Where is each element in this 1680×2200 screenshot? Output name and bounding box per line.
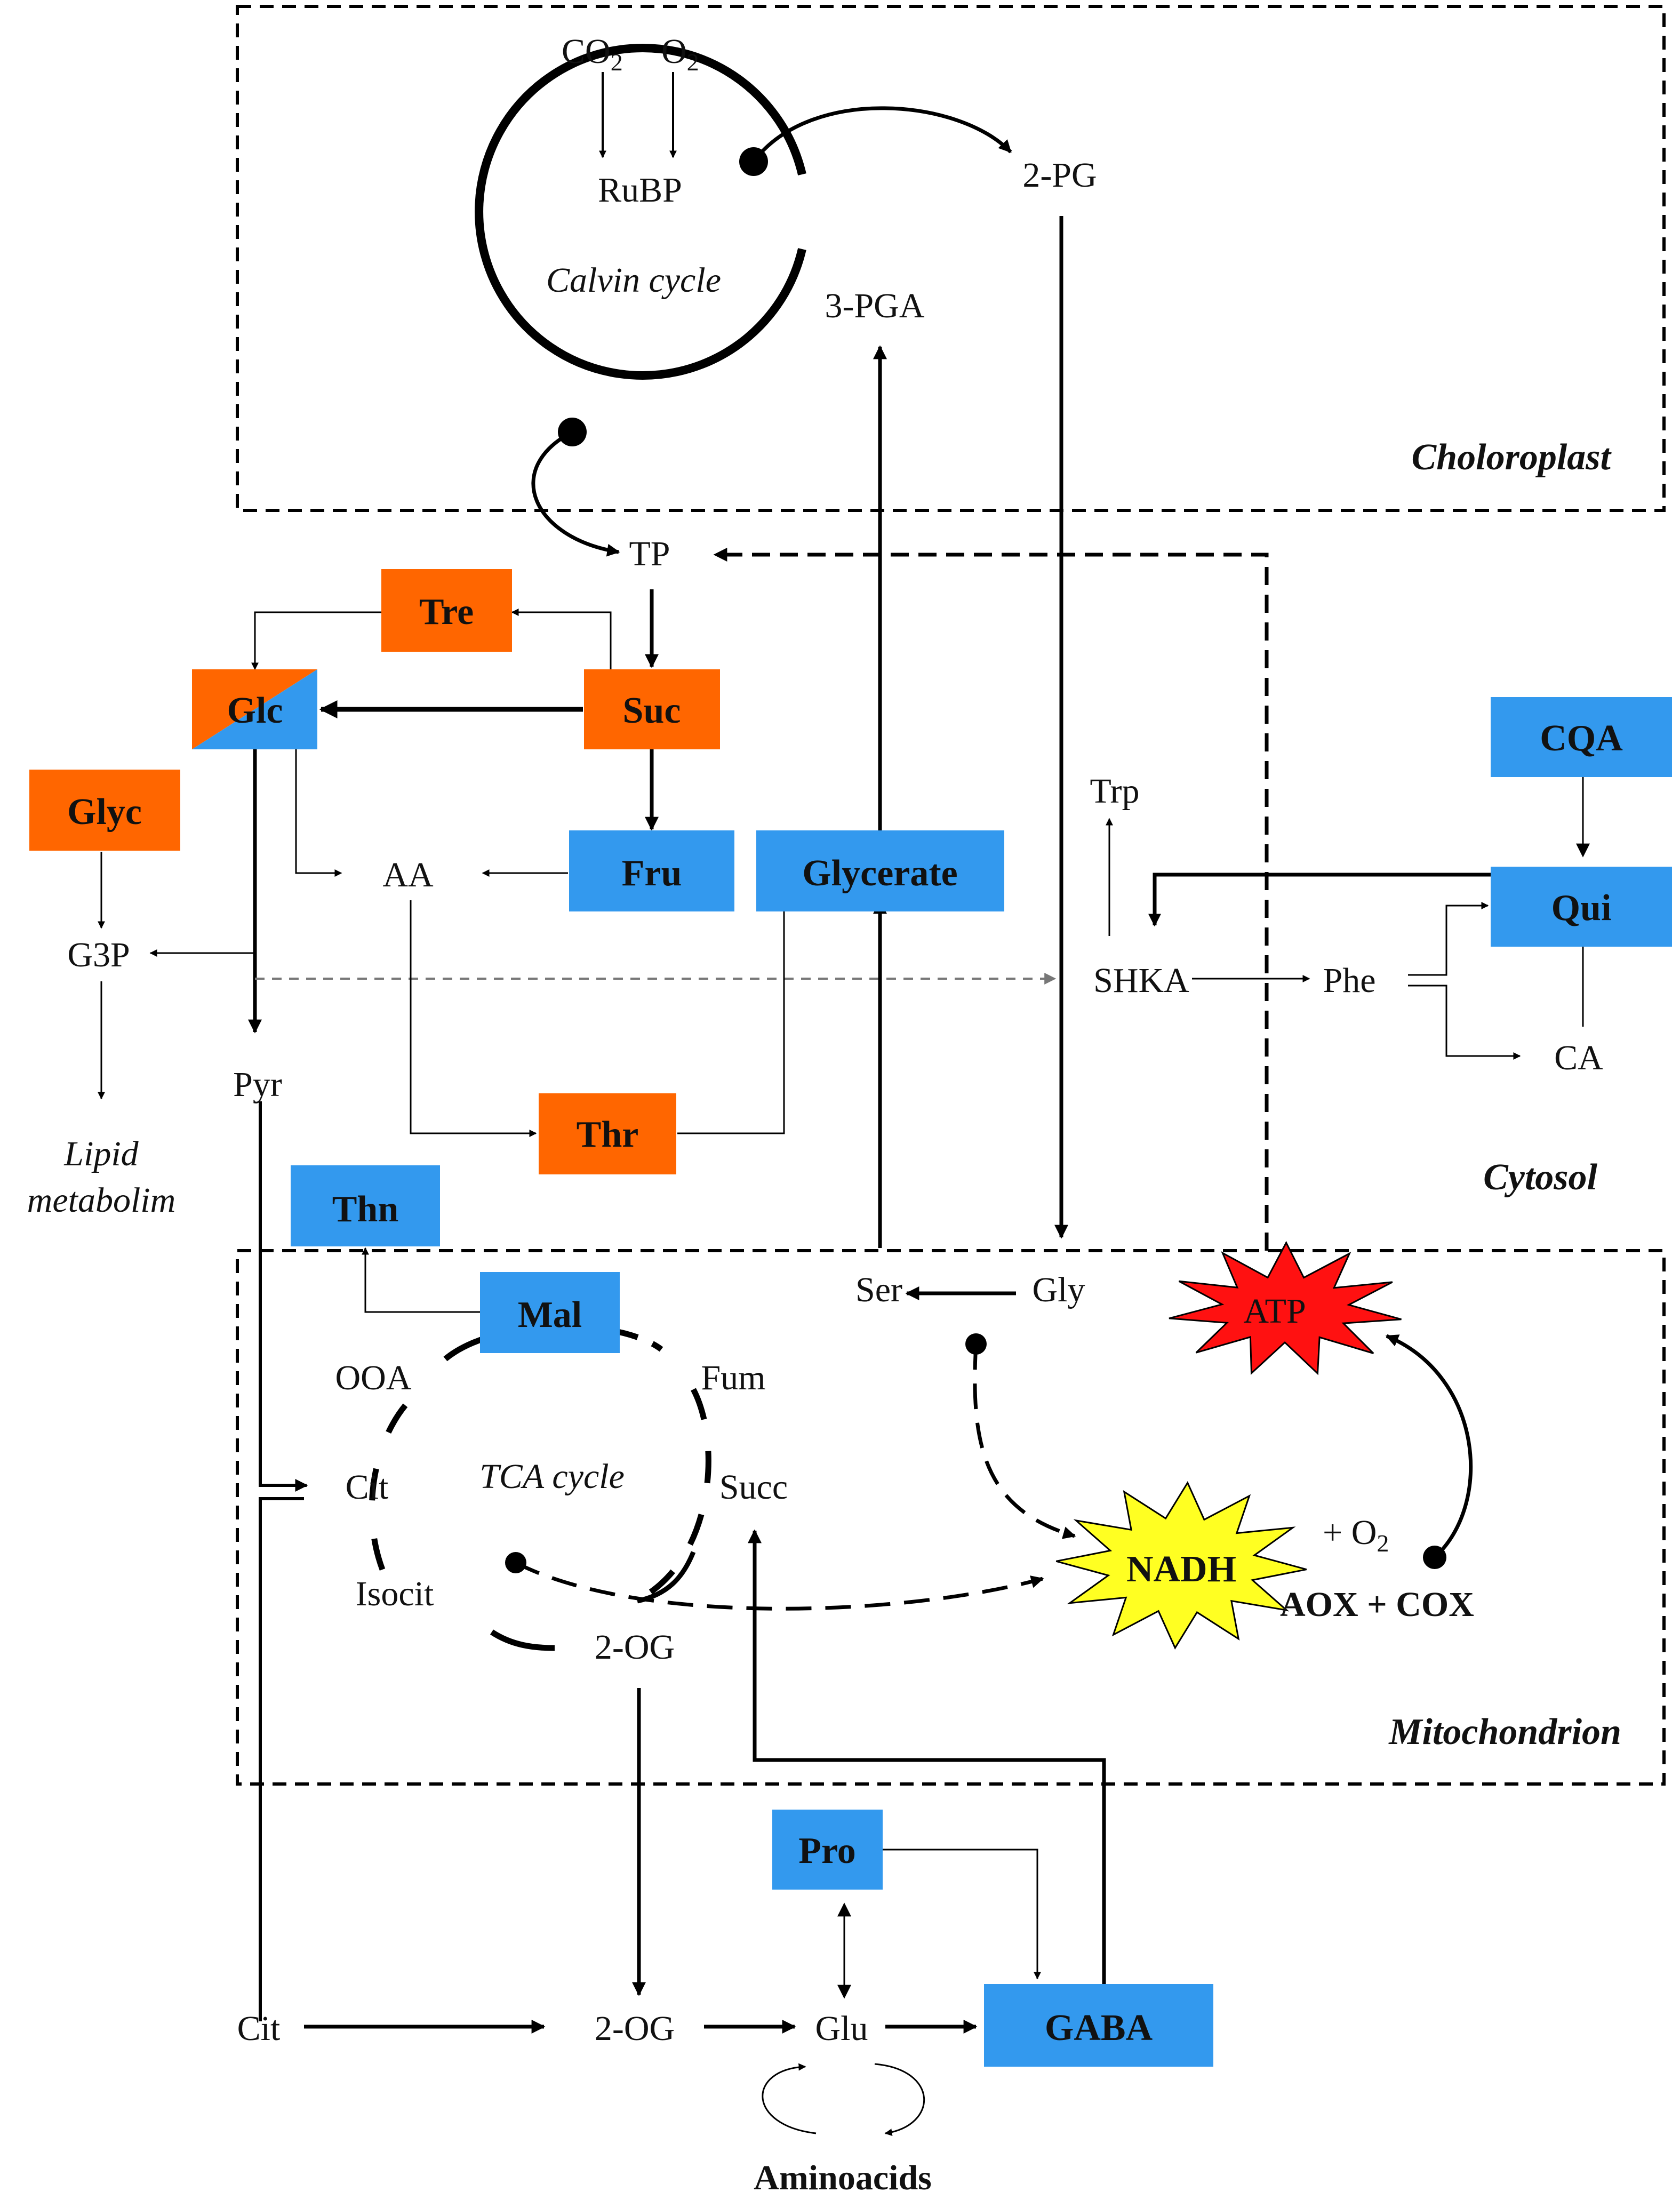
phe-label: Phe [1323, 961, 1376, 1000]
tca-cycle-arc-left [369, 1403, 408, 1596]
cytosol-label: Cytosol [1483, 1157, 1597, 1198]
arrow-calvin-to-2pg [752, 106, 1012, 163]
svg-text:Qui: Qui [1551, 887, 1612, 929]
chloroplast-compartment [236, 5, 1666, 512]
calvin-cycle-arc [475, 44, 806, 380]
glu-label: Glu [815, 2009, 868, 2048]
svg-text:Suc: Suc [623, 690, 681, 731]
svg-text:Glycerate: Glycerate [802, 853, 957, 894]
succ-label: Succ [719, 1468, 788, 1507]
svg-text:Thr: Thr [577, 1114, 639, 1155]
thr-box: Thr [539, 1093, 676, 1174]
calvin-cycle-label: Calvin cycle [546, 261, 721, 300]
arrow-aminoacids-cycle-right [874, 2063, 925, 2137]
mitochondrion-label: Mitochondrion [1388, 1711, 1621, 1753]
tre-box: Tre [381, 569, 512, 652]
arrow-glc-to-aa [295, 749, 342, 877]
o2-plus-label: + O2 [1323, 1513, 1389, 1557]
arrow-tre-to-glc [251, 611, 381, 670]
arrow-aa-to-thr [410, 900, 537, 1137]
2pg-label: 2-PG [1022, 156, 1097, 195]
arrow-atp-to-tp-dashed [713, 548, 1269, 1251]
atp-starburst: ATP [1169, 1241, 1402, 1375]
lipid-label-line1: Lipid [63, 1134, 139, 1173]
tca-cycle-arc-bottom [490, 1629, 555, 1651]
svg-text:GABA: GABA [1045, 2007, 1153, 2049]
thn-box: Thn [291, 1165, 440, 1246]
isocit-label: Isocit [356, 1574, 434, 1613]
ca-label: CA [1554, 1038, 1603, 1077]
tca-cycle-arc-right [649, 1388, 711, 1595]
glycerate-box: Glycerate [756, 830, 1004, 911]
aa-label: AA [382, 855, 434, 894]
arrow-suc-to-tre [511, 609, 612, 669]
co2-label: CO2 [562, 32, 623, 76]
arrow-nadh-to-atp [1385, 1334, 1473, 1559]
2og-mito-label: 2-OG [595, 1628, 675, 1667]
gly-label: Gly [1033, 1270, 1085, 1309]
svg-text:Glc: Glc [227, 690, 283, 731]
3pga-label: 3-PGA [825, 286, 924, 325]
svg-text:NADH: NADH [1126, 1549, 1236, 1590]
aox-cox-label: AOX + COX [1280, 1585, 1474, 1624]
tca-cycle-label: TCA cycle [479, 1457, 625, 1496]
glc-box: Glc [192, 669, 317, 749]
cit-cyto-label: Cit [237, 2009, 281, 2048]
trp-label: Trp [1090, 772, 1140, 811]
svg-text:Tre: Tre [419, 591, 474, 633]
shka-label: SHKA [1093, 961, 1189, 1000]
svg-text:Mal: Mal [518, 1294, 582, 1335]
ooa-label: OOA [335, 1358, 412, 1397]
mal-box: Mal [480, 1272, 620, 1353]
fum-label: Fum [701, 1358, 765, 1397]
glyc-box: Glyc [29, 770, 180, 851]
lipid-label-line2: metabolim [27, 1181, 176, 1220]
ser-label: Ser [855, 1270, 902, 1309]
svg-text:Glyc: Glyc [67, 791, 142, 833]
arrow-thr-to-glycerate [677, 897, 788, 1134]
g3p-label: G3P [67, 935, 130, 974]
chloroplast-label: Choloroplast [1412, 437, 1612, 478]
arrow-gly-to-nadh-dashed [973, 1343, 1076, 1539]
arrow-mal-to-thn [362, 1247, 480, 1313]
aminoacids-label: Aminoacids [754, 2158, 932, 2197]
arrow-calvin-to-tp [531, 430, 620, 557]
gaba-box: GABA [984, 1984, 1213, 2067]
fru-box: Fru [569, 830, 734, 911]
arrow-aminoacids-cycle-left [762, 2063, 817, 2134]
arrow-tca-to-nadh-dashed [515, 1561, 1044, 1611]
pro-box: Pro [772, 1810, 883, 1890]
arrow-phe-to-ca [1408, 985, 1521, 1060]
arrow-pyr-to-cit [259, 1101, 308, 1492]
arrow-pro-to-gaba [883, 1849, 1041, 1980]
rubp-label: RuBP [598, 171, 682, 210]
svg-text:Pro: Pro [798, 1830, 856, 1871]
svg-text:ATP: ATP [1243, 1292, 1306, 1331]
connector-cit-to-cytosol [259, 1497, 304, 2021]
tp-label: TP [629, 534, 670, 573]
suc-box: Suc [584, 669, 720, 749]
svg-text:CQA: CQA [1540, 718, 1623, 759]
svg-text:Fru: Fru [622, 853, 682, 894]
o2-label: O2 [661, 32, 699, 76]
pyr-label: Pyr [233, 1065, 282, 1104]
svg-text:Thn: Thn [332, 1189, 399, 1230]
cqa-box: CQA [1491, 697, 1672, 777]
arrow-qui-to-shka [1148, 873, 1491, 927]
arrow-phe-to-qui [1408, 902, 1489, 976]
nadh-starburst: NADH [1055, 1481, 1307, 1650]
2og-cyto-label: 2-OG [595, 2009, 675, 2048]
mitochondrion-compartment [236, 1249, 1666, 1786]
qui-box: Qui [1491, 867, 1672, 947]
cit-mito-label: Cit [346, 1468, 389, 1507]
arrow-gaba-to-succ [748, 1529, 1106, 1989]
